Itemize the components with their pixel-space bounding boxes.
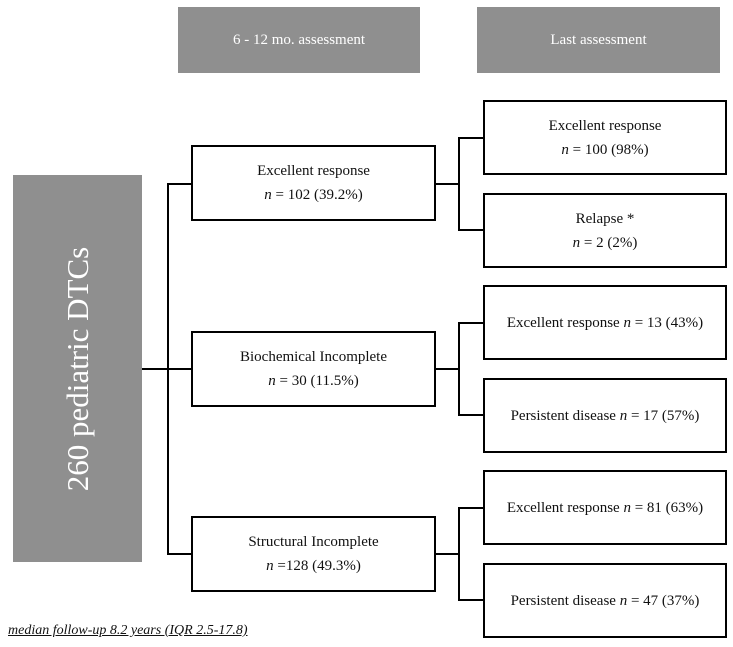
box-biochemical-incomplete-value: = 30 (11.5%) bbox=[279, 373, 359, 389]
connector-structural-bottom bbox=[458, 599, 483, 601]
box-biochemical-incomplete: Biochemical Incomplete n = 30 (11.5%) bbox=[191, 331, 436, 407]
box-er-excellent-response-value: = 100 (98%) bbox=[572, 141, 649, 158]
box-er-relapse-title: Relapse * bbox=[575, 210, 635, 227]
box-er-relapse-value: = 2 (2%) bbox=[583, 234, 638, 251]
connector-biochemical-bottom bbox=[458, 414, 483, 416]
n-symbol: n bbox=[561, 141, 569, 158]
connector-structural-h bbox=[436, 553, 459, 555]
connector-to-excellent bbox=[167, 183, 191, 185]
box-bi-excellent-response-title: Excellent response bbox=[506, 314, 620, 331]
connector-to-biochemical bbox=[167, 368, 191, 370]
box-bi-excellent-response-value: = 13 (43%) bbox=[634, 314, 704, 331]
connector-structural-top bbox=[458, 507, 483, 509]
box-structural-incomplete-value: =128 (49.3%) bbox=[277, 558, 361, 574]
box-er-relapse-count: n = 2 (2%) bbox=[573, 231, 638, 255]
footnote-follow-up: median follow-up 8.2 years (IQR 2.5-17.8… bbox=[8, 623, 248, 638]
n-symbol: n bbox=[619, 407, 628, 424]
box-bi-excellent-response: Excellent response n = 13 (43%) bbox=[483, 285, 727, 360]
n-symbol: n bbox=[572, 234, 581, 251]
connector-biochemical-h bbox=[436, 368, 459, 370]
box-structural-incomplete-title: Structural Incomplete bbox=[248, 534, 379, 550]
box-structural-incomplete-count: n =128 (49.3%) bbox=[266, 554, 361, 578]
box-excellent-response-6-12-count: n = 102 (39.2%) bbox=[264, 183, 362, 207]
n-symbol: n bbox=[619, 592, 628, 609]
box-si-excellent-response-title: Excellent response bbox=[506, 499, 620, 516]
box-biochemical-incomplete-count: n = 30 (11.5%) bbox=[268, 369, 358, 393]
box-bi-persistent-disease-title: Persistent disease bbox=[510, 407, 616, 424]
box-structural-incomplete: Structural Incomplete n =128 (49.3%) bbox=[191, 516, 436, 592]
box-si-excellent-response: Excellent response n = 81 (63%) bbox=[483, 470, 727, 545]
box-excellent-response-6-12: Excellent response n = 102 (39.2%) bbox=[191, 145, 436, 221]
box-bi-persistent-disease: Persistent disease n = 17 (57%) bbox=[483, 378, 727, 453]
connector-excellent-top bbox=[458, 137, 483, 139]
box-er-excellent-response-title: Excellent response bbox=[548, 117, 662, 134]
root-label: 260 pediatric DTCs bbox=[59, 246, 95, 491]
connector-biochemical-v bbox=[458, 322, 460, 416]
box-si-persistent-disease-title: Persistent disease bbox=[510, 592, 616, 609]
connector-biochemical-top bbox=[458, 322, 483, 324]
connector-excellent-v bbox=[458, 137, 460, 231]
connector-excellent-h bbox=[436, 183, 459, 185]
n-symbol: n bbox=[266, 558, 274, 574]
n-symbol: n bbox=[264, 187, 272, 203]
box-excellent-response-6-12-value: = 102 (39.2%) bbox=[275, 187, 363, 203]
box-excellent-response-6-12-title: Excellent response bbox=[257, 163, 370, 179]
box-bi-persistent-disease-value: = 17 (57%) bbox=[630, 407, 700, 424]
n-symbol: n bbox=[268, 373, 276, 389]
box-er-excellent-response: Excellent response n = 100 (98%) bbox=[483, 100, 727, 175]
n-symbol: n bbox=[623, 314, 631, 331]
connector-root-h bbox=[142, 368, 168, 370]
n-symbol: n bbox=[623, 499, 631, 516]
connector-to-structural bbox=[167, 553, 191, 555]
header-last-assessment: Last assessment bbox=[477, 7, 720, 73]
box-biochemical-incomplete-title: Biochemical Incomplete bbox=[239, 349, 388, 365]
box-si-persistent-disease: Persistent disease n = 47 (37%) bbox=[483, 563, 727, 638]
box-er-relapse: Relapse * n = 2 (2%) bbox=[483, 193, 727, 268]
box-si-persistent-disease-value: = 47 (37%) bbox=[630, 592, 700, 609]
header-last-assessment-label: Last assessment bbox=[550, 31, 647, 48]
header-first-assessment: 6 - 12 mo. assessment bbox=[178, 7, 420, 73]
root-box: 260 pediatric DTCs bbox=[13, 175, 142, 562]
box-si-excellent-response-value: = 81 (63%) bbox=[634, 499, 704, 516]
connector-excellent-bottom bbox=[458, 229, 483, 231]
header-first-assessment-label: 6 - 12 mo. assessment bbox=[232, 31, 366, 48]
connector-structural-v bbox=[458, 507, 460, 601]
box-er-excellent-response-count: n = 100 (98%) bbox=[561, 138, 648, 162]
